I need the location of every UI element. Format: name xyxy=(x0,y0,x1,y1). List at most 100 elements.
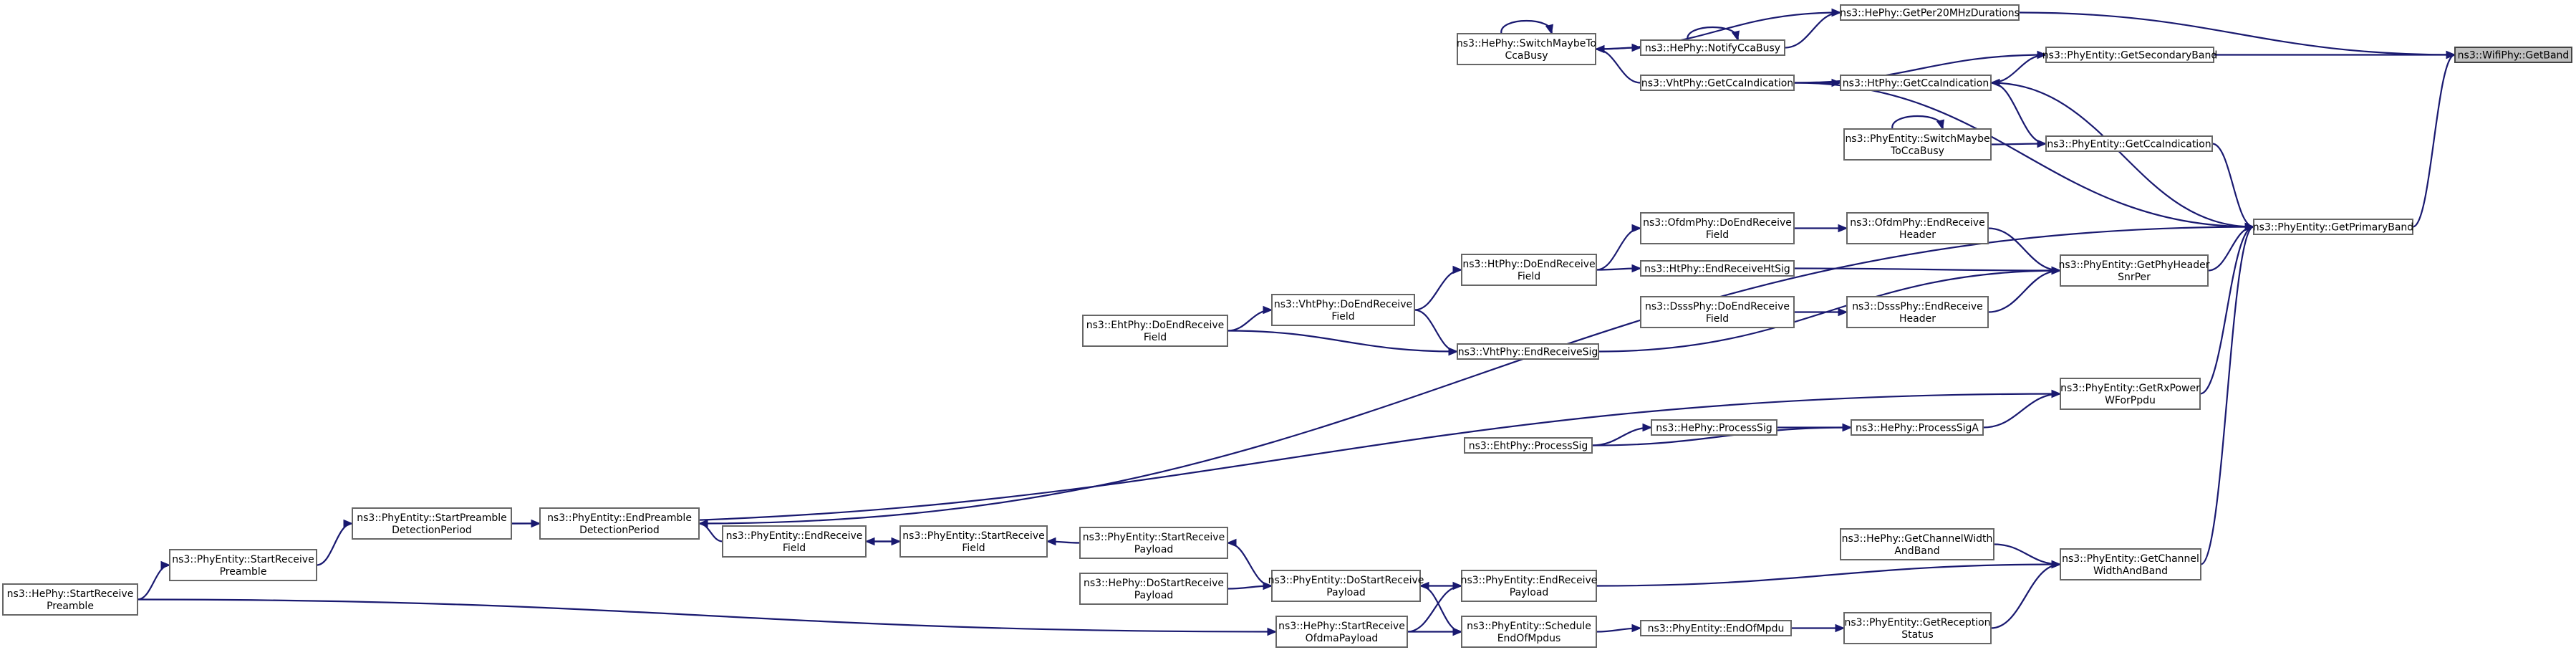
function-node-label: Field xyxy=(1518,271,1540,282)
call-edge xyxy=(1598,266,2062,353)
function-node[interactable]: ns3::VhtPhy::EndReceiveSig xyxy=(1457,343,1599,360)
function-node-label: Payload xyxy=(1134,544,1174,555)
call-edge xyxy=(1591,423,1853,446)
call-edge-line xyxy=(1784,11,1841,49)
function-node-label: CcaBusy xyxy=(1505,50,1548,62)
function-node-box xyxy=(1640,620,1792,636)
function-node[interactable]: ns3::HePhy::ProcessSig xyxy=(1651,419,1777,436)
function-node[interactable]: ns3::PhyEntity::EndPreambleDetectionPeri… xyxy=(539,507,700,540)
call-edge xyxy=(1891,115,1945,130)
call-edges xyxy=(137,8,2456,636)
function-node-label: ns3::PhyEntity::GetChannel xyxy=(2062,553,2199,565)
arrowhead-icon xyxy=(160,560,171,570)
function-node-label: ns3::PhyEntity::EndOfMpdu xyxy=(1648,623,1785,635)
function-node[interactable]: ns3::HtPhy::EndReceiveHtSig xyxy=(1640,260,1795,277)
call-edge-line xyxy=(698,226,2254,525)
function-node[interactable]: ns3::PhyEntity::GetCcaIndication xyxy=(2045,135,2213,152)
call-edge-line xyxy=(1419,585,1462,633)
function-node-box xyxy=(1843,612,1992,644)
function-node[interactable]: ns3::HePhy::NotifyCcaBusy xyxy=(1640,39,1785,56)
function-node-box xyxy=(1082,315,1228,347)
call-edge xyxy=(2214,50,2456,59)
function-node-label: ns3::PhyEntity::GetPrimaryBand xyxy=(2253,222,2413,234)
function-node-box xyxy=(722,525,867,558)
function-node[interactable]: ns3::HePhy::GetPer20MHzDurations xyxy=(1840,4,2020,21)
function-node-box xyxy=(2045,47,2214,63)
arrowhead-icon xyxy=(1631,623,1642,633)
function-node[interactable]: ns3::VhtPhy::GetCcaIndication xyxy=(1640,75,1795,91)
function-node[interactable]: ns3::PhyEntity::GetSecondaryBand xyxy=(2042,47,2217,63)
function-node[interactable]: ns3::EhtPhy::ProcessSig xyxy=(1464,437,1593,454)
call-edge xyxy=(1594,44,1641,84)
call-edge xyxy=(1227,330,1459,356)
call-edge-line xyxy=(511,393,2061,525)
function-node-box xyxy=(1840,4,2020,21)
function-node[interactable]: ns3::HePhy::ProcessSigA xyxy=(1851,419,1984,436)
arrowhead-icon xyxy=(531,519,541,528)
call-edge xyxy=(1591,423,1653,446)
function-node-label: DetectionPeriod xyxy=(579,525,660,536)
function-node-label: ns3::PhyEntity::DoStartReceive xyxy=(1268,575,1424,586)
arrowhead-icon xyxy=(1631,224,1642,233)
function-node-box xyxy=(1079,527,1228,559)
function-node-label: DetectionPeriod xyxy=(392,525,472,536)
root-function-node[interactable]: ns3::WifiPhy::GetBand xyxy=(2454,47,2572,63)
function-node[interactable]: ns3::PhyEntity::StartPreambleDetectionPe… xyxy=(352,507,512,540)
function-node-label: ns3::VhtPhy::EndReceiveSig xyxy=(1458,347,1598,358)
arrowhead-icon xyxy=(343,519,354,528)
call-edge-line xyxy=(1987,227,2061,272)
function-node-label: ns3::HePhy::GetChannelWidth xyxy=(1842,533,1993,545)
function-node-label: ns3::EhtPhy::ProcessSig xyxy=(1469,441,1588,452)
call-edge xyxy=(1407,627,1463,636)
function-node-label: ns3::HePhy::DoStartReceive xyxy=(1084,578,1224,589)
function-node-label: EndOfMpdus xyxy=(1497,633,1561,644)
call-edge xyxy=(1987,227,2062,275)
arrowhead-icon xyxy=(1842,423,1853,432)
function-node-box xyxy=(1275,616,1408,648)
function-node-label: ns3::VhtPhy::DoEndReceive xyxy=(1274,299,1412,310)
function-node-box xyxy=(899,525,1048,558)
function-node[interactable]: ns3::HtPhy::GetCcaIndication xyxy=(1840,75,1992,91)
call-edge xyxy=(1596,224,1642,271)
call-edge-line xyxy=(1596,563,2061,587)
function-node-label: Payload xyxy=(1134,590,1174,601)
function-node-label: ns3::HePhy::SwitchMaybeTo xyxy=(1457,38,1596,49)
arrowhead-icon xyxy=(1989,78,2000,87)
function-node-box xyxy=(2060,548,2201,580)
function-node[interactable]: ns3::PhyEntity::EndOfMpdu xyxy=(1640,620,1792,636)
function-node-label: ns3::PhyEntity::StartReceive xyxy=(1083,532,1225,543)
function-node[interactable]: ns3::PhyEntity::GetPrimaryBand xyxy=(2253,219,2413,235)
call-edge-line xyxy=(1414,309,1458,353)
function-node-label: AndBand xyxy=(1894,545,1939,557)
function-node-label: ns3::PhyEntity::SwitchMaybe xyxy=(1845,133,1989,145)
function-node-label: ns3::HtPhy::EndReceiveHtSig xyxy=(1644,264,1790,275)
call-edge xyxy=(1687,26,1740,42)
call-edge-line xyxy=(2207,226,2254,272)
function-node-label: ns3::HePhy::NotifyCcaBusy xyxy=(1645,43,1780,54)
